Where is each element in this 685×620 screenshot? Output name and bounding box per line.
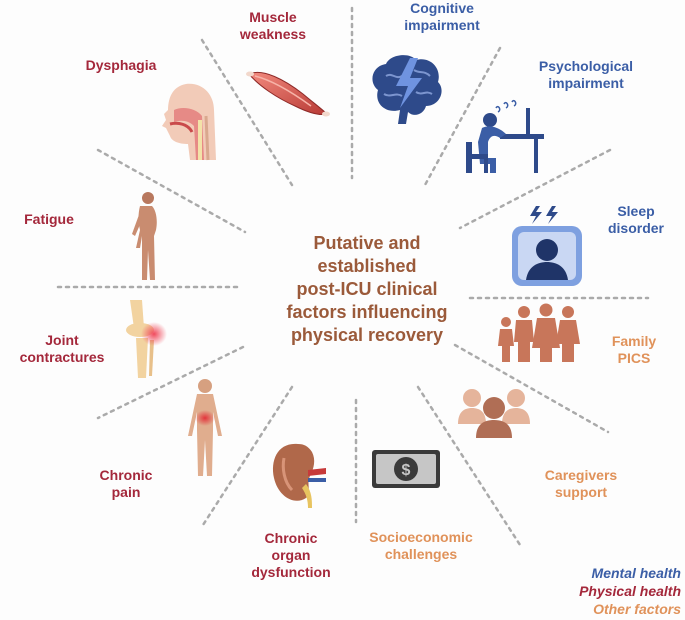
sleep-disorder-icon xyxy=(512,206,582,286)
throat-anatomy-icon xyxy=(162,83,216,161)
brain-icon xyxy=(372,55,442,124)
label-fatigue: Fatigue xyxy=(24,211,74,227)
legend-physical-health: Physical health xyxy=(579,583,681,599)
divider-line xyxy=(453,343,610,434)
divider-line xyxy=(416,385,524,550)
divider-line xyxy=(96,148,247,234)
knee-joint-icon xyxy=(126,300,167,378)
label-caregivers-support: Caregivers support xyxy=(544,467,618,500)
label-joint-contractures: Joint contractures xyxy=(19,332,105,365)
dollar-sign: $ xyxy=(402,462,411,479)
family-icon xyxy=(498,303,580,362)
label-sleep-disorder: Sleep disorder xyxy=(607,203,665,236)
label-muscle-weakness: Muscle weakness xyxy=(239,9,307,42)
label-chronic-pain: Chronic pain xyxy=(99,467,153,500)
legend-other-factors: Other factors xyxy=(593,601,681,617)
label-psychological-impairment: Psychological impairment xyxy=(538,58,634,91)
divider-line xyxy=(201,385,294,527)
center-title: Putative and established post-ICU clinic… xyxy=(286,233,448,345)
label-socioeconomic-challenges: Socioeconomic challenges xyxy=(369,529,473,562)
label-cognitive-impairment: Cognitive impairment xyxy=(404,0,480,33)
label-family-pics: Family PICS xyxy=(611,333,657,366)
label-dysphagia: Dysphagia xyxy=(85,57,157,73)
kidney-icon xyxy=(273,443,326,508)
legend: Mental health Physical health Other fact… xyxy=(579,564,681,618)
stressed-person-icon xyxy=(466,99,544,173)
money-bill-icon: $ xyxy=(372,450,440,488)
divider-line xyxy=(96,345,245,420)
divider-line xyxy=(458,148,612,230)
label-chronic-organ-dysfunction: Chronic organ dysfunction xyxy=(251,530,331,580)
caregivers-group-icon xyxy=(458,389,530,438)
divider-line xyxy=(423,46,502,187)
legend-mental-health: Mental health xyxy=(591,565,681,581)
chronic-pain-body-icon xyxy=(188,379,222,476)
fatigue-person-icon xyxy=(132,192,157,280)
muscle-icon xyxy=(246,71,330,117)
